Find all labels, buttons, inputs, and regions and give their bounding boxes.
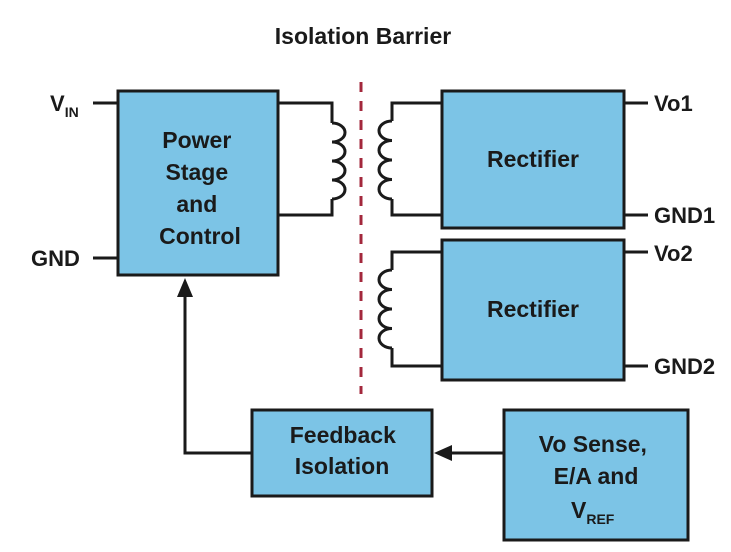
power-stage-line-1: Power <box>162 127 231 153</box>
power-stage-line-4: Control <box>159 223 241 249</box>
feedback-to-power-arrowhead <box>177 278 193 297</box>
vin-label-main: V <box>50 91 65 116</box>
power-stage-line-3: and <box>176 191 217 217</box>
vin-label-sub: IN <box>65 104 79 120</box>
feedback-line-2: Isolation <box>295 453 390 479</box>
vref-sub: REF <box>586 511 614 527</box>
power-stage-line-2: Stage <box>165 159 228 185</box>
secondary-winding-1-wires <box>390 101 442 217</box>
gnd2-label: GND2 <box>654 354 715 379</box>
rectifier-1-block <box>440 89 626 230</box>
gnd1-label: GND1 <box>654 203 715 228</box>
rectifier-2-label: Rectifier <box>487 296 579 322</box>
vo-sense-line-1: Vo Sense, <box>539 431 647 457</box>
gnd-label: GND <box>31 246 80 271</box>
vo-sense-line-3: VREF <box>571 497 615 527</box>
vo-sense-block <box>502 408 690 542</box>
vin-label: VIN <box>50 91 79 120</box>
feedback-line-1: Feedback <box>290 422 396 448</box>
secondary-coil-1 <box>377 119 393 201</box>
diagram-title: Isolation Barrier <box>275 23 451 49</box>
rectifier-2-block <box>440 238 626 382</box>
primary-coil <box>331 121 347 201</box>
feedback-to-power-wire <box>183 296 252 455</box>
sense-to-feedback-arrowhead <box>434 445 452 461</box>
power-stage-label: Power Stage and Control <box>159 127 241 249</box>
vo-sense-label: Vo Sense, E/A and <box>539 431 654 489</box>
primary-winding-wires <box>278 101 334 217</box>
vo2-label: Vo2 <box>654 241 693 266</box>
feedback-isolation-block <box>250 408 434 498</box>
vref-main: V <box>571 497 587 523</box>
vo-sense-line-2: E/A and <box>554 463 639 489</box>
secondary-winding-2-wires <box>390 250 442 368</box>
power-stage-block <box>116 89 280 277</box>
feedback-isolation-label: Feedback Isolation <box>290 422 403 479</box>
vo1-label: Vo1 <box>654 91 693 116</box>
secondary-coil-2 <box>377 268 393 350</box>
rectifier-1-label: Rectifier <box>487 146 579 172</box>
